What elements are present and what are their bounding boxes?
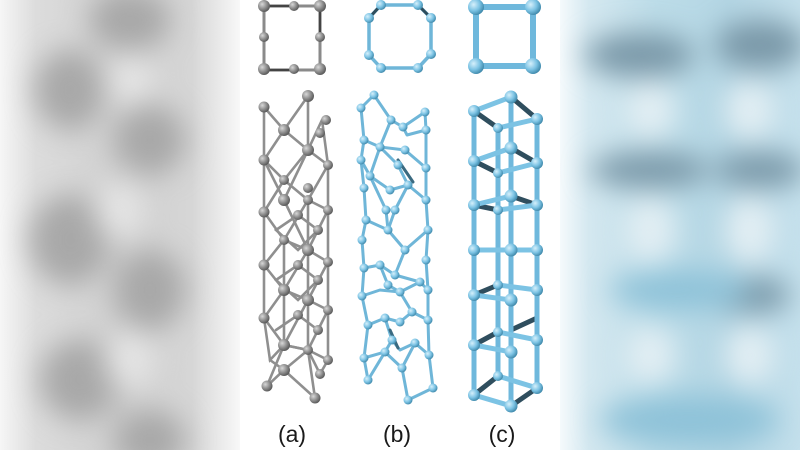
panel-b-top-view <box>364 0 436 73</box>
panel-c-label: (c) <box>488 421 516 447</box>
nanowire-structures <box>258 0 543 413</box>
panel-a-top-view <box>258 0 326 75</box>
panel-a-atoms <box>258 90 333 404</box>
panel-c-side-view <box>468 90 543 413</box>
panel-a-label: (a) <box>277 421 307 447</box>
nanowire-figure: (a) (b) (c) <box>240 0 560 450</box>
panel-a-side-view <box>258 90 333 404</box>
blurred-background-right <box>560 0 800 450</box>
blur-pattern-blue <box>585 20 800 445</box>
panel-b-atoms <box>356 90 438 405</box>
panel-c-atoms <box>468 90 543 413</box>
panel-b-label: (b) <box>382 421 412 447</box>
panel-c-top-view <box>468 0 541 74</box>
panel-b-side-view <box>356 90 438 405</box>
blurred-background-left <box>0 0 240 450</box>
blur-pattern-gray <box>30 0 185 450</box>
